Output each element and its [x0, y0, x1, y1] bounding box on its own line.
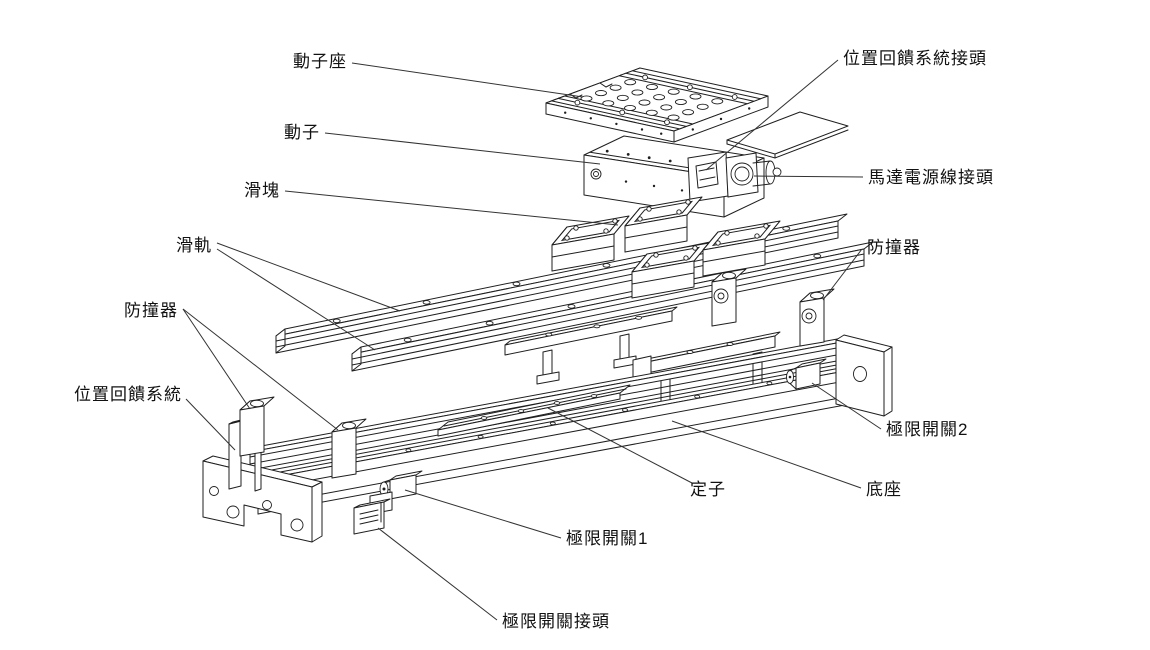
label-stator: 定子 [690, 480, 726, 499]
bumper-drawing [799, 288, 835, 347]
slider-block-drawing [702, 220, 781, 277]
sensor-bar-drawing [504, 306, 678, 385]
motor-power-connector-drawing [725, 152, 782, 198]
label-slider-block: 滑塊 [244, 181, 280, 200]
label-motor-power-connector: 馬達電源線接頭 [868, 168, 994, 187]
slider-block-drawing [631, 242, 710, 299]
label-position-feedback-system: 位置回饋系統 [74, 385, 182, 404]
limit-switch-1-drawing [369, 470, 423, 515]
bumper-drawing [239, 396, 275, 457]
limit-switch-connector-drawing [353, 498, 391, 535]
label-mover-seat: 動子座 [293, 52, 347, 71]
label-bumper-right: 防撞器 [867, 238, 921, 257]
leader-lines [182, 59, 882, 621]
limit-switch-2-drawing [786, 358, 827, 390]
mover-seat-drawing [545, 67, 769, 168]
stator-drawing [437, 384, 631, 437]
slider-block-drawing [551, 215, 630, 272]
label-mover: 動子 [284, 123, 320, 142]
end-plate-right-drawing [835, 334, 893, 417]
position-feedback-connector-drawing [695, 161, 719, 189]
bumper-drawing [711, 268, 747, 327]
feedback-extension-plate-drawing [726, 111, 849, 159]
slider-block-drawing [624, 196, 703, 253]
label-limit-switch-2: 極限開關2 [886, 420, 969, 439]
sensor-rail-drawing [632, 331, 781, 413]
bumper-drawing [331, 418, 367, 479]
label-bumper-left: 防撞器 [124, 301, 178, 320]
label-limit-switch-connector: 極限開關接頭 [502, 612, 610, 631]
label-limit-switch-1: 極限開關1 [566, 529, 649, 548]
label-position-feedback-connector: 位置回饋系統接頭 [843, 49, 987, 68]
label-slide-rail: 滑軌 [176, 236, 212, 255]
label-base: 底座 [866, 480, 902, 499]
